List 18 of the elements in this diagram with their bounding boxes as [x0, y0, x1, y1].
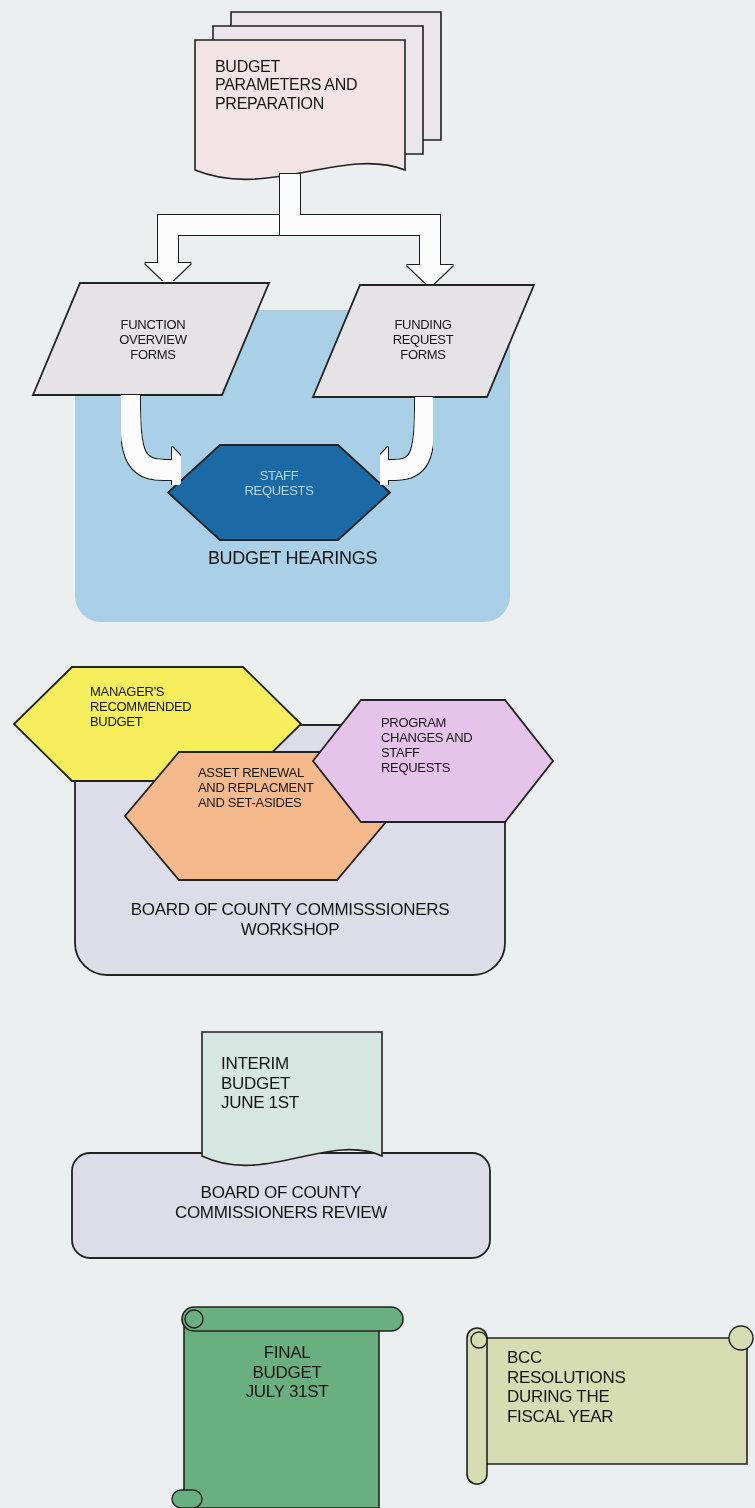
node-label: BOARD OF COUNTY COMMISSSIONERS WORKSHOP	[129, 900, 451, 940]
block-arrow	[272, 1258, 318, 1310]
node-label: PROGRAM CHANGES AND STAFF REQUESTS	[381, 716, 474, 776]
node-label: BCC RESOLUTIONS DURING THE FISCAL YEAR	[507, 1348, 627, 1427]
block-arrow	[380, 1382, 470, 1428]
node-label: FINAL BUDGET JULY 31ST	[244, 1343, 330, 1402]
node-label: BUDGET PARAMETERS AND PREPARATION	[215, 58, 359, 114]
node-label: ASSET RENEWAL AND REPLACMENT AND SET-ASIDES	[198, 766, 315, 811]
block-arrow	[155, 622, 201, 669]
node-label: INTERIM BUDGET JUNE 1ST	[221, 1054, 300, 1113]
node-label: MANAGER'S RECOMMENDED BUDGET	[90, 685, 193, 730]
node-label: FUNDING REQUEST FORMS	[391, 318, 455, 363]
block-arrow	[417, 622, 463, 702]
node-label: STAFF REQUESTS	[243, 469, 315, 499]
node-label: BUDGET HEARINGS	[206, 548, 379, 569]
node-label: BOARD OF COUNTY COMMISSIONERS REVIEW	[173, 1183, 389, 1223]
node-label: FUNCTION OVERVIEW FORMS	[118, 318, 188, 363]
block-arrow	[272, 975, 318, 1034]
